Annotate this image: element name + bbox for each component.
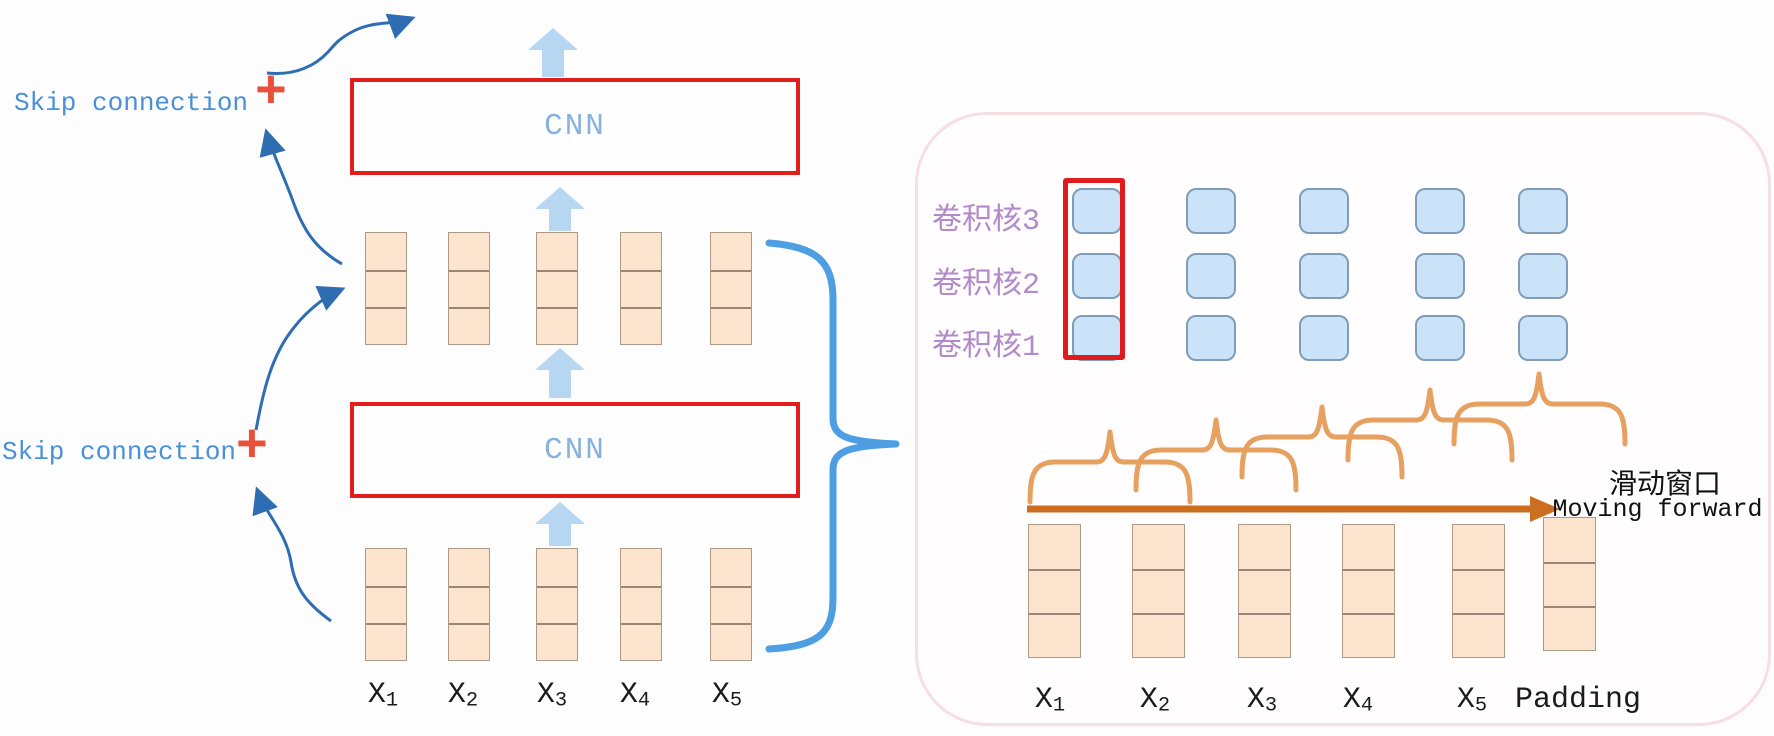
kernel-highlight-rect [1063,178,1125,360]
skip-connection-label-bottom: Skip connection [2,437,237,467]
hidden-stack-4 [620,232,662,345]
window-stack-x3 [1238,524,1291,658]
input-label-x1: X1 [367,678,399,713]
plus-sign-top: + [254,63,288,124]
input-stack-3 [536,548,578,661]
kernel-cell-r2c1 [1072,253,1122,299]
kernel-cell-r3c5 [1518,188,1568,234]
cnn-box-top: CNN [350,78,800,175]
plus-sign-bottom: + [235,417,269,478]
kernel-cell-r3c3 [1299,188,1349,234]
window-stack-x5 [1452,524,1505,658]
curve-arrow-input-to-plus-bottom [252,486,332,623]
hidden-stack-5 [710,232,752,345]
up-block-arrow-above-cnn-bottom [535,348,585,398]
input-label-x3: X3 [536,678,568,713]
kernel-cell-r1c3 [1299,315,1349,361]
kernel-label-3: 卷积核3 [931,205,1040,239]
up-block-arrow-output [528,28,578,77]
kernel-cell-r2c3 [1299,253,1349,299]
window-stack-x1 [1028,524,1081,658]
up-block-arrow-into-cnn-bottom [535,502,585,546]
input-label-x5: X5 [711,678,743,713]
kernel-cell-r3c4 [1415,188,1465,234]
window-stack-x2 [1132,524,1185,658]
kernel-label-1: 卷积核1 [931,331,1040,365]
input-stack-2 [448,548,490,661]
window-label-x1: X1 [1034,683,1066,718]
cnn-box-bottom: CNN [350,402,800,498]
window-stack-x4 [1342,524,1395,658]
window-label-padding: Padding [1514,683,1642,717]
window-label-x5: X5 [1456,683,1488,718]
sliding-window-label-zh: 滑动窗口 [1608,471,1721,502]
window-label-x3: X3 [1246,683,1278,718]
kernel-cell-r1c5 [1518,315,1568,361]
input-stack-5 [710,548,752,661]
curve-arrow-midstack-to-plus-top [259,128,343,266]
input-stack-4 [620,548,662,661]
kernel-cell-r2c5 [1518,253,1568,299]
hidden-stack-2 [448,232,490,345]
input-stack-1 [365,548,407,661]
input-label-x2: X2 [447,678,479,713]
kernel-label-2: 卷积核2 [931,269,1040,303]
curve-arrow-final-output [266,13,416,75]
kernel-cell-r2c4 [1415,253,1465,299]
input-label-x4: X4 [619,678,651,713]
hidden-stack-3 [536,232,578,345]
window-stack-padding [1543,517,1596,651]
up-block-arrow-into-cnn-top [535,187,585,231]
kernel-cell-r2c2 [1186,253,1236,299]
cnn-box-bottom-label: CNN [544,432,606,468]
window-label-x4: X4 [1342,683,1374,718]
skip-connection-label-top: Skip connection [14,88,249,118]
cnn-box-top-label: CNN [544,109,606,144]
curve-arrow-plus-bottom-to-midstack [254,286,346,431]
kernel-cell-r1c2 [1186,315,1236,361]
hidden-stack-1 [365,232,407,345]
window-label-x2: X2 [1139,683,1171,718]
kernel-cell-r3c2 [1186,188,1236,234]
kernel-cell-r1c4 [1415,315,1465,361]
